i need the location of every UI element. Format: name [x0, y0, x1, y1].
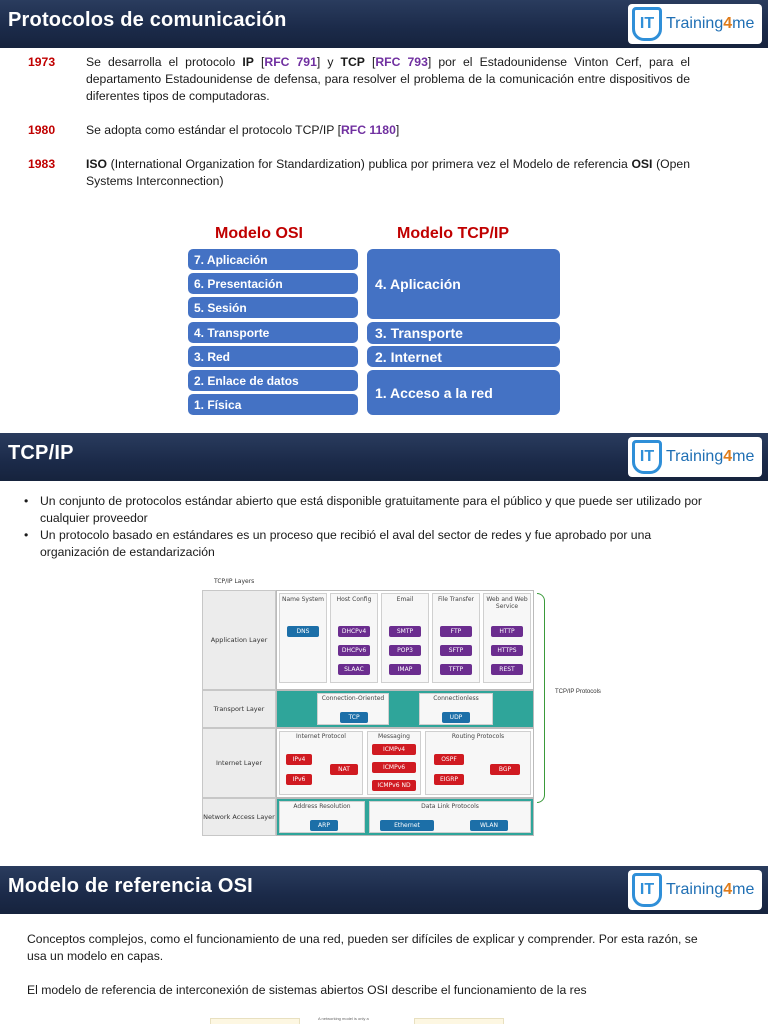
proto-chip: HTTP	[491, 626, 523, 637]
history-item: 1980 Se adopta como estándar el protocol…	[28, 123, 400, 137]
osi-model-title: Modelo OSI	[215, 225, 303, 242]
proto-column: Web and Web Service HTTP HTTPS REST	[483, 593, 531, 683]
proto-chip: POP3	[389, 645, 421, 656]
section-header-osi: Modelo de referencia OSI IT Training4me	[0, 866, 768, 914]
proto-chip: OSPF	[434, 754, 464, 765]
shield-icon: IT	[632, 7, 662, 41]
osi-layer-1: 1. Física	[188, 394, 358, 415]
proto-chip: Ethernet	[380, 820, 434, 831]
proto-chip: BGP	[490, 764, 520, 775]
training4me-logo: IT Training4me	[628, 4, 762, 44]
shield-icon: IT	[632, 873, 662, 907]
list-item: Un conjunto de protocolos estándar abier…	[22, 493, 712, 527]
tcpip-layer-4: 4. Aplicación	[367, 249, 560, 319]
training4me-logo: IT Training4me	[628, 437, 762, 477]
figure-stub	[210, 1018, 300, 1024]
training4me-logo: IT Training4me	[628, 870, 762, 910]
osi-layer-2: 2. Enlace de datos	[188, 370, 358, 391]
rfc-link[interactable]: RFC 791	[264, 55, 317, 69]
tcpip-layer-3: 3. Transporte	[367, 322, 560, 344]
tcpip-layer-2: 2. Internet	[367, 346, 560, 367]
proto-column: Host Config DHCPv4 DHCPv6 SLAAC	[330, 593, 378, 683]
rfc-link[interactable]: RFC 1180	[340, 123, 396, 137]
osi-layer-4: 4. Transporte	[188, 322, 358, 343]
logo-wordmark: Training4me	[666, 15, 755, 32]
osi-layer-6: 6. Presentación	[188, 273, 358, 294]
proto-chip: TCP	[340, 712, 368, 723]
tcpip-model-title: Modelo TCP/IP	[397, 225, 509, 242]
proto-chip: TFTP	[440, 664, 472, 675]
history-list: 1973 Se desarrolla el protocolo IP [RFC …	[28, 54, 690, 207]
section-title: Protocolos de comunicación	[8, 9, 287, 31]
proto-chip: ARP	[310, 820, 338, 831]
proto-chip: UDP	[442, 712, 470, 723]
rfc-link[interactable]: RFC 793	[375, 55, 428, 69]
shield-icon: IT	[632, 440, 662, 474]
proto-chip: NAT	[330, 764, 358, 775]
proto-chip: SLAAC	[338, 664, 370, 675]
proto-chip: IPv4	[286, 754, 312, 765]
logo-wordmark: Training4me	[666, 881, 755, 898]
proto-chip: ICMPv6	[372, 762, 416, 773]
network-access-layer-label: Network Access Layer	[202, 798, 276, 836]
proto-chip: DHCPv4	[338, 626, 370, 637]
proto-column: Email SMTP POP3 IMAP	[381, 593, 429, 683]
osi-intro: Conceptos complejos, como el funcionamie…	[27, 931, 707, 1016]
proto-chip: DHCPv6	[338, 645, 370, 656]
proto-column: Name System DNS	[279, 593, 327, 683]
internet-panel: Internet Protocol IPv4 IPv6 NAT Messagin…	[276, 728, 534, 798]
proto-chip: EIGRP	[434, 774, 464, 785]
proto-chip: ICMPv6 ND	[372, 780, 416, 791]
transport-layer-label: Transport Layer	[202, 690, 276, 728]
proto-chip: FTP	[440, 626, 472, 637]
proto-chip: IMAP	[389, 664, 421, 675]
figure-stub-text: A networking model is only a	[318, 1016, 369, 1021]
protocols-bracket	[537, 593, 545, 803]
osi-layer-7: 7. Aplicación	[188, 249, 358, 270]
application-layer-label: Application Layer	[202, 590, 276, 690]
tcpip-bullets: Un conjunto de protocolos estándar abier…	[22, 493, 712, 561]
proto-column: File Transfer FTP SFTP TFTP	[432, 593, 480, 683]
transport-panel: Connection-Oriented TCP Connectionless U…	[276, 690, 534, 728]
history-item: 1973 Se desarrolla el protocolo IP [RFC …	[28, 55, 690, 103]
internet-layer-label: Internet Layer	[202, 728, 276, 798]
diagram-caption: TCP/IP Layers	[214, 578, 255, 585]
proto-chip: HTTPS	[491, 645, 523, 656]
history-item: 1983 ISO (International Organization for…	[28, 157, 690, 188]
proto-chip: DNS	[287, 626, 319, 637]
figure-stub	[414, 1018, 504, 1024]
application-panel: Name System DNS Host Config DHCPv4 DHCPv…	[276, 590, 534, 690]
section-header-tcpip: TCP/IP IT Training4me	[0, 433, 768, 481]
paragraph: El modelo de referencia de interconexión…	[27, 983, 587, 997]
tcpip-layers-diagram: TCP/IP Layers Application Layer Transpor…	[200, 578, 545, 838]
logo-wordmark: Training4me	[666, 448, 755, 465]
proto-chip: ICMPv4	[372, 744, 416, 755]
proto-chip: SFTP	[440, 645, 472, 656]
section-header-protocolos: Protocolos de comunicación IT Training4m…	[0, 0, 768, 48]
access-panel: Address Resolution ARP Data Link Protoco…	[276, 798, 534, 836]
proto-chip: WLAN	[470, 820, 508, 831]
section-title: TCP/IP	[8, 442, 74, 464]
osi-layer-3: 3. Red	[188, 346, 358, 367]
osi-layer-5: 5. Sesión	[188, 297, 358, 318]
section-title: Modelo de referencia OSI	[8, 875, 253, 897]
list-item: Un protocolo basado en estándares es un …	[22, 527, 712, 561]
paragraph: Conceptos complejos, como el funcionamie…	[27, 932, 698, 963]
proto-chip: IPv6	[286, 774, 312, 785]
bracket-label: TCP/IP Protocols	[555, 689, 601, 695]
proto-chip: REST	[491, 664, 523, 675]
proto-chip: SMTP	[389, 626, 421, 637]
tcpip-layer-1: 1. Acceso a la red	[367, 370, 560, 415]
